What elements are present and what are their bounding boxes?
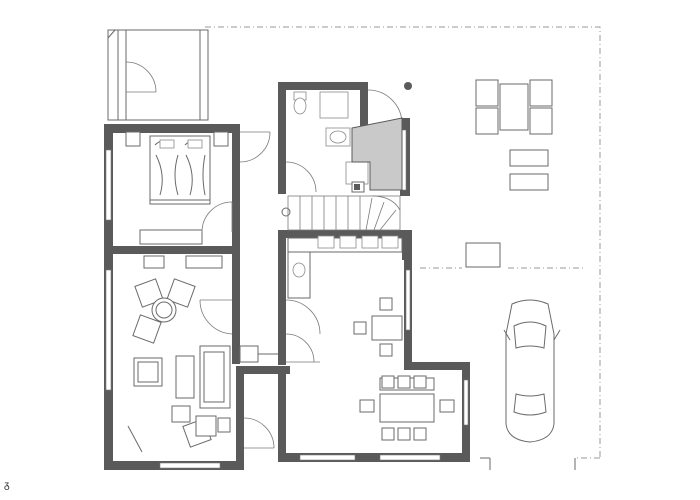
toilet-icon — [293, 91, 307, 115]
bed-icon — [149, 135, 211, 205]
utility-area — [351, 117, 403, 191]
windows — [105, 129, 469, 469]
living-room — [127, 255, 275, 453]
dining-table-icon — [353, 297, 403, 357]
corridor — [199, 131, 321, 363]
bathroom — [285, 82, 412, 193]
armchair-icon — [132, 278, 196, 344]
car-icon — [503, 299, 561, 443]
corner-glyph: ᵹ — [4, 480, 10, 491]
dining-room — [359, 375, 455, 441]
stairs-icon — [287, 195, 401, 231]
sofa-icon — [133, 345, 231, 409]
porch — [107, 29, 209, 121]
sink-icon — [325, 127, 351, 147]
terrace-boundary — [205, 26, 601, 470]
kitchen — [287, 235, 403, 357]
sun-lounger-icon — [465, 79, 553, 268]
bedroom — [125, 131, 233, 245]
